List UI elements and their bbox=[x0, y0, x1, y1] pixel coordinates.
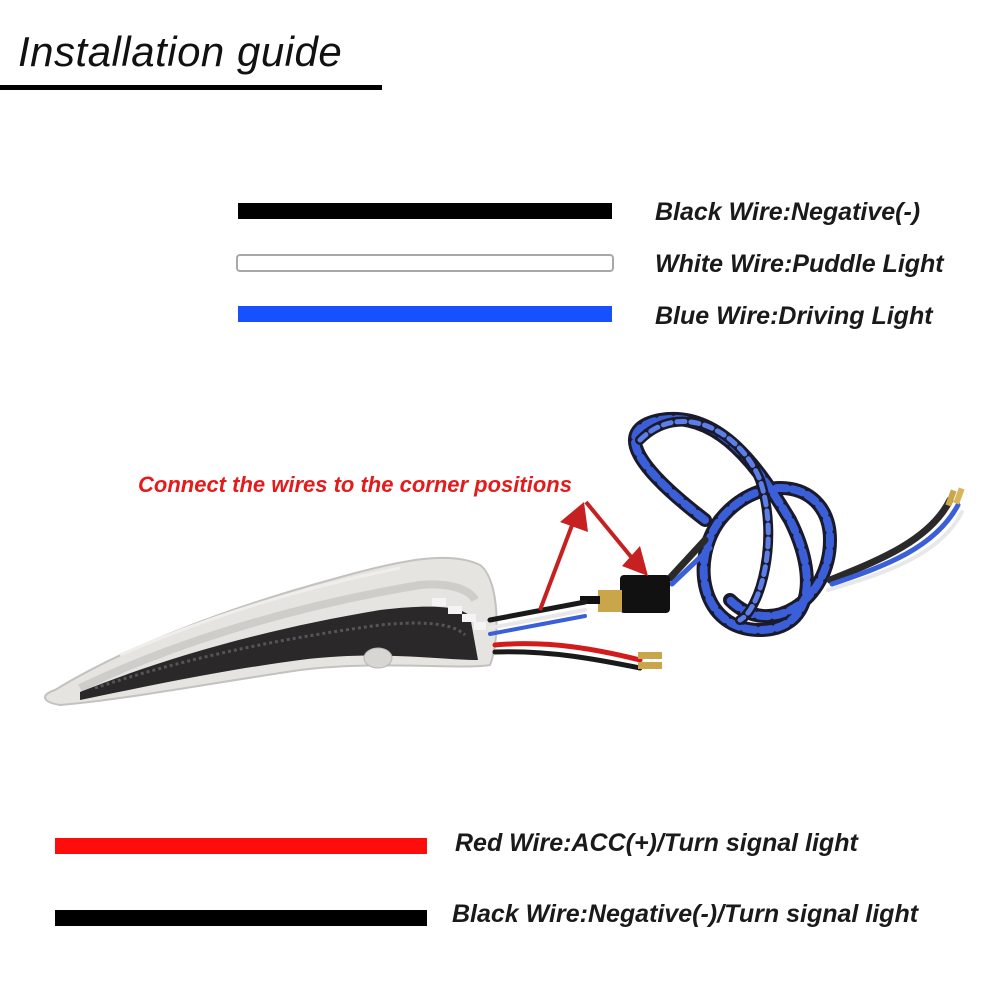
red-wire-label: Red Wire:ACC(+)/Turn signal light bbox=[455, 829, 858, 857]
white-wire-label: White Wire:Puddle Light bbox=[655, 250, 944, 278]
page-title: Installation guide bbox=[18, 28, 343, 75]
terminal-pin bbox=[945, 489, 957, 507]
blue-wire-swatch bbox=[238, 306, 612, 322]
coiled-cable bbox=[628, 411, 964, 638]
white-wire-swatch bbox=[236, 254, 614, 272]
black-wire-swatch bbox=[238, 203, 612, 219]
callout-arrows bbox=[538, 500, 648, 611]
callout-text: Connect the wires to the corner position… bbox=[138, 472, 572, 497]
terminal-pin bbox=[638, 662, 662, 669]
lens-wires bbox=[487, 599, 643, 671]
red-wire-swatch bbox=[55, 838, 427, 854]
black-wire-turn-swatch bbox=[55, 910, 427, 926]
mirror-light-illustration bbox=[44, 411, 965, 707]
connector-plug bbox=[580, 575, 670, 613]
black-wire-turn-label: Black Wire:Negative(-)/Turn signal light bbox=[452, 900, 919, 928]
blue-wire-label: Blue Wire:Driving Light bbox=[655, 302, 933, 330]
mirror-lens bbox=[44, 556, 498, 707]
terminal-pin bbox=[638, 652, 662, 659]
title-underline bbox=[0, 85, 382, 90]
black-wire-label: Black Wire:Negative(-) bbox=[655, 198, 921, 226]
terminal-pin bbox=[953, 487, 965, 505]
